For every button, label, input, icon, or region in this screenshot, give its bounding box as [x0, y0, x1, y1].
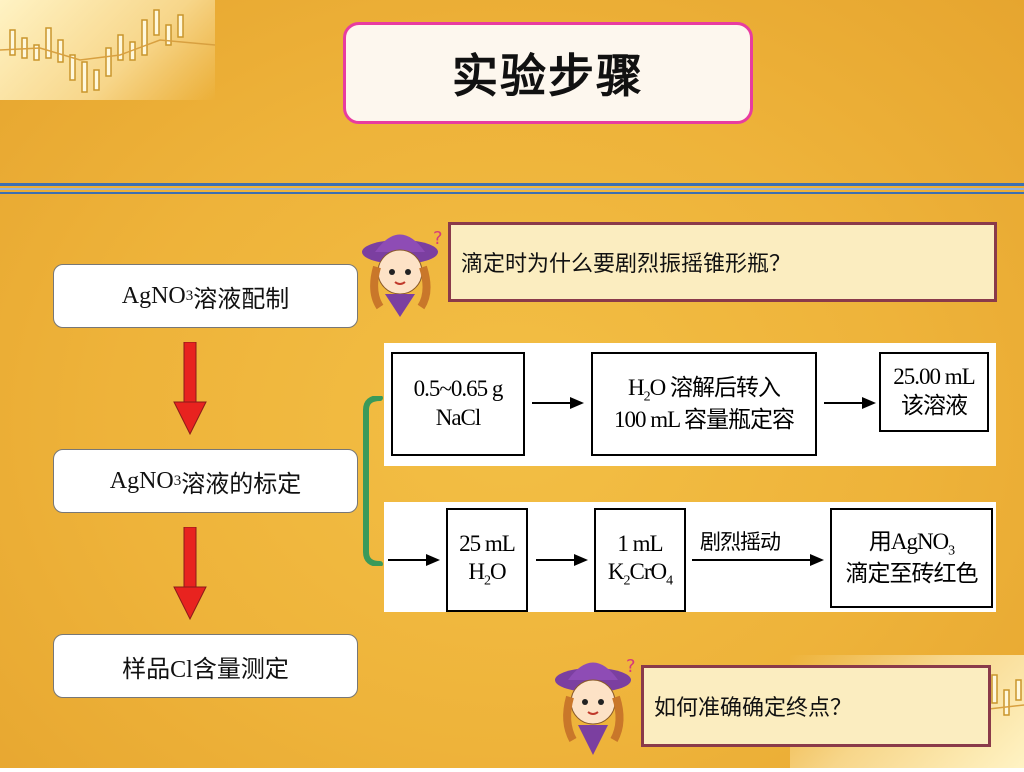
right-arrow-icon [388, 554, 440, 566]
right-arrow-icon [536, 554, 588, 566]
flow-box-line: H2O 溶解后转入 [628, 374, 781, 406]
divider-line [0, 192, 1024, 194]
formula-text: K [607, 559, 625, 585]
step-label-subscript: 3 [185, 287, 194, 304]
flow-box-line: 25.00 mL [893, 364, 975, 390]
step-label-suffix: 溶液配制 [193, 286, 290, 313]
question-shake-flask: 滴定时为什么要剧烈振摇锥形瓶？ [448, 222, 997, 302]
flow-box-line: H2O [468, 558, 507, 590]
flow-box-line: 0.5~0.65 g [413, 376, 504, 402]
formula-text: CrO [629, 559, 668, 585]
flow-box-line: 用AgNO3 [868, 528, 955, 560]
formula-text: H [468, 559, 485, 585]
flow-box-line: 100 mL 容量瓶定容 [613, 406, 795, 432]
svg-text:?: ? [433, 228, 443, 249]
stock-chart-decoration-top-left [0, 0, 216, 100]
flow-box-add-indicator: 1 mL K2CrO4 [594, 508, 686, 612]
step-label-suffix: 溶液的标定 [181, 471, 302, 498]
cartoon-girl-icon: ? [555, 656, 636, 755]
formula-subscript: 2 [623, 573, 631, 589]
step-label-suffix: 含量测定 [192, 656, 289, 683]
right-arrow-icon [824, 397, 876, 409]
step-label-prefix: 样品Cl [122, 656, 193, 683]
step-label-prefix: AgNO [121, 282, 186, 309]
flow-box-aliquot: 25.00 mL 该溶液 [879, 352, 989, 432]
question-text: 如何准确确定终点？ [654, 696, 853, 721]
title-box: 实验步骤 [343, 22, 753, 124]
down-arrow-icon [173, 342, 207, 435]
flow-panel-standardization-part2: 25 mL H2O 1 mL K2CrO4 剧烈摇动 用AgNO3 滴定至砖红色 [384, 502, 996, 612]
cartoon-girl-icon: ? [362, 228, 443, 317]
down-arrow-icon [173, 527, 207, 620]
question-endpoint: 如何准确确定终点？ [641, 665, 991, 747]
flow-box-line: 25 mL [459, 530, 516, 556]
green-bracket [363, 396, 383, 566]
formula-text: O 溶解后转入 [649, 374, 781, 400]
page-title: 实验步骤 [452, 49, 644, 103]
flow-box-add-water: 25 mL H2O [446, 508, 528, 612]
formula-subscript: 2 [484, 573, 491, 589]
flow-box-titrate: 用AgNO3 滴定至砖红色 [830, 508, 993, 608]
divider-line [0, 188, 1024, 190]
question-text: 滴定时为什么要剧烈振摇锥形瓶？ [461, 252, 792, 277]
formula-subscript: 3 [948, 543, 955, 559]
step-label-prefix: AgNO [109, 467, 174, 494]
formula-subscript: 2 [643, 389, 651, 405]
flow-panel-standardization-part1: 0.5~0.65 g NaCl H2O 溶解后转入 100 mL 容量瓶定容 2… [384, 343, 996, 466]
arrow-label-shake: 剧烈摇动 [700, 530, 781, 554]
step-label-subscript: 3 [173, 472, 182, 489]
flow-box-line: 滴定至砖红色 [845, 560, 979, 586]
formula-text: 用AgNO [868, 528, 949, 554]
formula-text: H [628, 374, 645, 400]
divider-line [0, 183, 1024, 186]
flow-box-nacl-weighing: 0.5~0.65 g NaCl [391, 352, 525, 456]
flow-box-line: K2CrO4 [607, 558, 673, 590]
flow-box-dissolve-transfer: H2O 溶解后转入 100 mL 容量瓶定容 [591, 352, 817, 456]
flow-box-line: 1 mL [617, 530, 663, 556]
formula-text: O [490, 559, 507, 585]
right-arrow-icon [692, 554, 824, 566]
svg-text:?: ? [626, 656, 636, 677]
flow-box-line: 该溶液 [901, 393, 968, 418]
right-arrow-icon [532, 397, 584, 409]
flow-box-line: NaCl [435, 405, 482, 430]
formula-subscript: 4 [666, 573, 673, 589]
